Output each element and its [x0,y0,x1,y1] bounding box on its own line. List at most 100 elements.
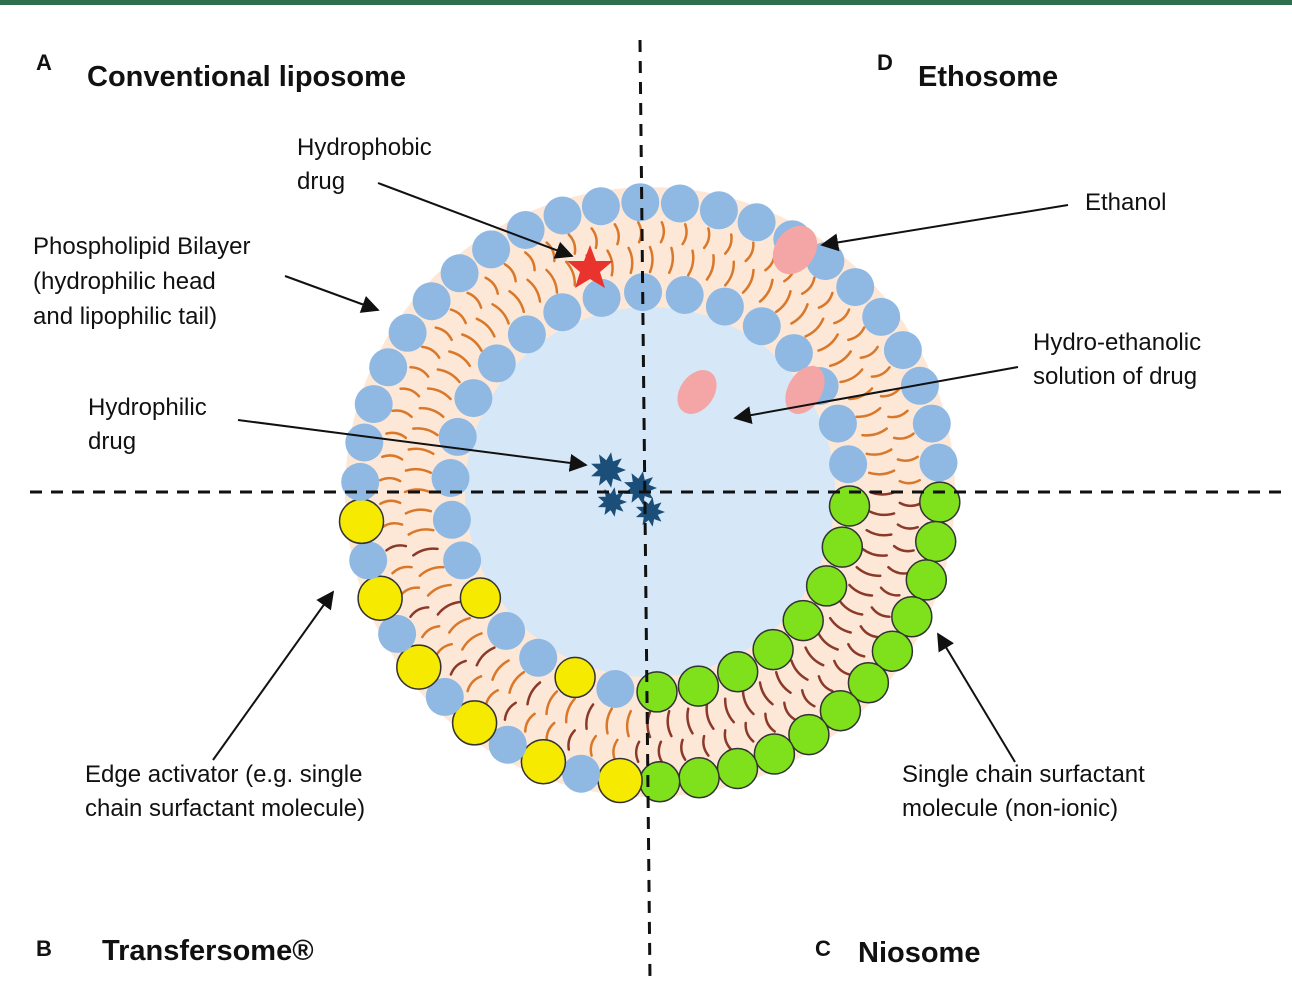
surfactant-head [788,713,830,756]
surfactant-head [636,671,678,713]
lipid-tail [436,600,461,616]
lipid-tail [407,447,435,456]
lipid-tail [484,276,500,295]
lipid-tail [892,432,915,440]
lipid-tail [870,366,891,378]
arrow-hydrophilic-drug [237,419,588,472]
lipid-tail [648,245,654,274]
lipid-tail [686,249,695,277]
lipid-tail [681,223,688,246]
lipid-tail [879,387,901,398]
surfactant-head [638,761,681,803]
phospholipid-head [737,203,776,242]
phospholipid-head [774,334,813,373]
phospholipid-head [699,191,738,230]
lipid-tail [847,642,866,658]
phospholipid-head [349,541,388,580]
lipid-tail [403,488,432,494]
phospholipid-head [477,344,516,383]
lipid-tail [564,697,577,724]
lipid-tail [418,565,445,578]
lipid-tail [848,583,874,597]
label-hydrophilic-drug: Hydrophilic drug [88,394,213,455]
lipid-tail [859,345,879,359]
lipid-tail [381,522,404,529]
drug-cluster [591,452,626,488]
quadrant-d-title: Ethosome [918,61,1058,93]
lipid-tail [385,431,408,440]
phospholipid-head [543,293,582,332]
phospholipid-head [818,404,857,443]
lipid-tail [508,290,526,314]
lipid-tail [898,478,921,485]
lipid-tail [847,326,866,342]
lipid-tail [817,333,839,352]
surfactant-head [677,665,720,707]
edge-activator-head [338,498,385,545]
lipid-tail [804,646,825,667]
lipid-tail [867,509,896,517]
phospholipid-head [562,754,601,793]
surfactant-head [871,630,914,672]
phospholipid-head [488,725,527,764]
phospholipid-head [621,183,660,222]
lipid-tail [409,366,430,378]
lipid-tail [590,227,598,250]
edge-activator-head [597,757,643,804]
phospholipid-head [354,385,393,424]
lipid-tail [892,544,915,553]
top-rule [0,0,1292,5]
arrow-phospholipid [284,275,380,313]
surfactant-head [905,559,948,601]
edge-activator-head [554,656,596,699]
lipid-tail [412,547,439,557]
lipid-heads [338,183,961,804]
lipid-tail [508,670,526,694]
lipid-tail [828,616,852,634]
lipid-tail [680,738,687,761]
lipid-tail [817,291,834,309]
surfactant-head [919,481,961,523]
lipid-tail [404,508,433,515]
lipid-tail [705,254,715,281]
phospholipid-head [660,184,699,223]
phospholipid-head [432,500,471,539]
lipid-tail [627,246,634,275]
lipid-tail [634,740,641,763]
lipid-tail [859,625,879,639]
lipid-tail [407,528,435,536]
surfactant-head [819,689,862,732]
edge-activator-head [451,700,498,746]
lipid-tail [524,251,536,272]
phospholipid-head [345,423,384,462]
lipid-tail [774,670,792,694]
hydrophobic-drug-icon [567,245,613,288]
lipid-tail [426,387,452,401]
lipid-tail [567,729,577,751]
lipid-tail [758,681,774,706]
lipid-tail [524,712,536,733]
lipid-tail [448,616,472,634]
lipid-tail [723,697,736,724]
lipid-tail [612,738,619,761]
lipid-tail [839,368,864,384]
lipid-tail [391,565,413,575]
quadrant-a-title: Conventional liposome [87,61,406,93]
phospholipid-head [596,670,635,708]
edge-activator-head [396,644,442,690]
lipid-tail [466,291,483,309]
lipid-tail [491,303,510,325]
lipid-tail [491,659,510,681]
surfactant-head [678,757,720,799]
lipid-tail [774,290,792,314]
lipid-tail [605,707,614,735]
lipid-tail [461,333,483,352]
lipid-tail [385,544,408,552]
quadrant-b-letter: B [36,936,52,961]
lipid-tail [666,709,673,738]
phospholipid-head [487,611,526,650]
phospholipid-head [836,268,875,307]
phospholipid-head [507,315,546,354]
lipid-tail [800,276,816,295]
